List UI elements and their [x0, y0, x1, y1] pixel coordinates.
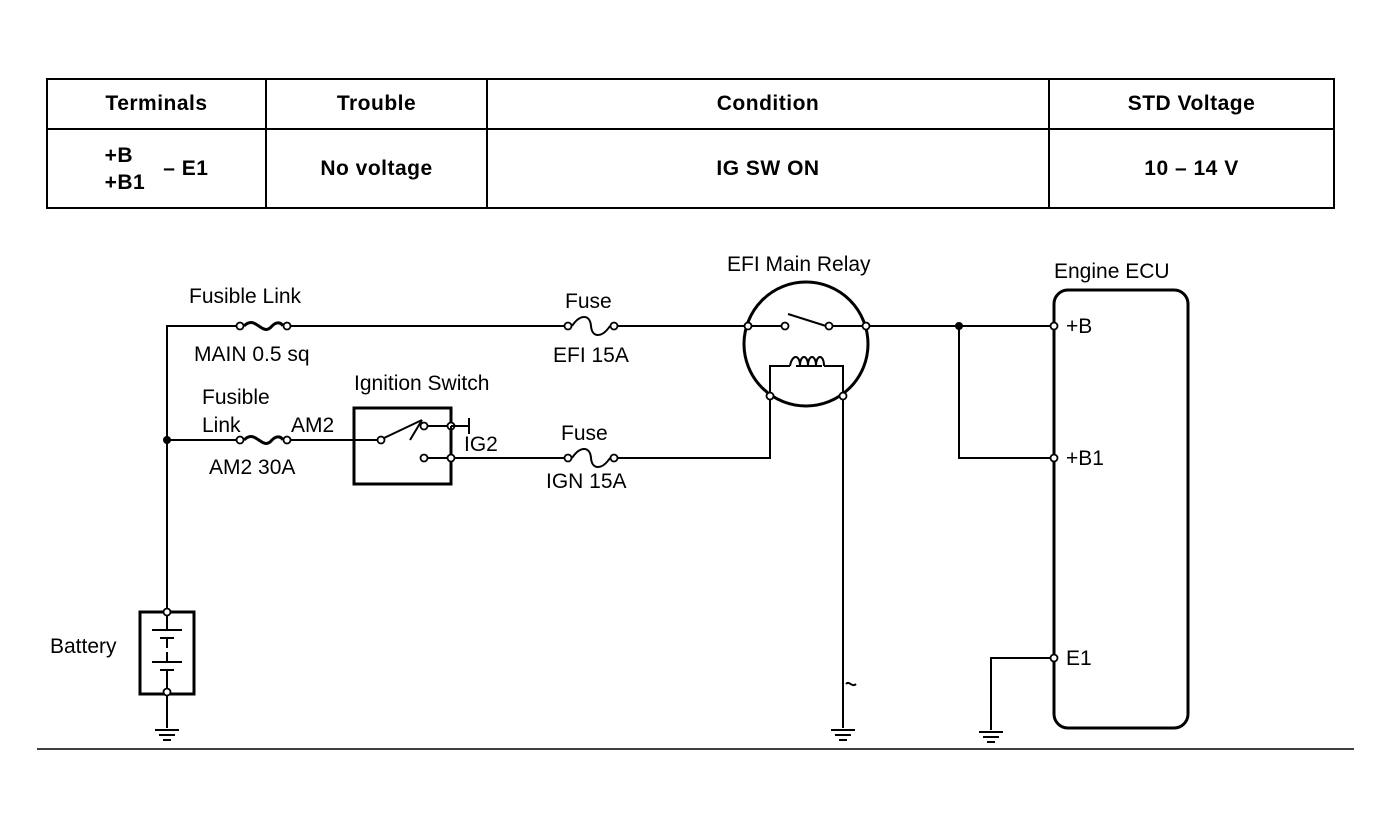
ignition-switch — [352, 406, 470, 486]
fusible-link-am2-title-1: Fusible — [202, 386, 270, 409]
ignition-switch-label: Ignition Switch — [354, 372, 489, 395]
engine-ecu-label: Engine ECU — [1054, 260, 1170, 283]
fusible-link-main-title: Fusible Link — [189, 285, 302, 308]
ground-icon — [831, 729, 855, 741]
ecu-pin-b1: +B1 — [1066, 447, 1104, 470]
terminal-b: +B — [104, 143, 134, 167]
cell-std-voltage: 10 – 14 V — [1048, 128, 1335, 209]
table-row: +B +B1 – E1 No voltage IG SW ON 10 – 14 … — [46, 128, 1335, 209]
junction-dot — [163, 436, 171, 444]
fuse-efi-rating: EFI 15A — [553, 344, 629, 367]
fusible-link-main — [235, 321, 292, 331]
wire-mark — [845, 681, 857, 687]
table-header-row: Terminals Trouble Condition STD Voltage — [46, 78, 1335, 130]
fusible-link-am2-title-2: Link — [202, 414, 241, 437]
cell-condition: IG SW ON — [486, 128, 1050, 209]
efi-main-relay — [742, 280, 871, 408]
engine-ecu — [1049, 288, 1190, 730]
fusible-link-am2 — [235, 435, 292, 445]
battery — [138, 607, 196, 697]
header-condition: Condition — [486, 78, 1050, 130]
fuse-ign — [563, 448, 619, 468]
header-trouble: Trouble — [265, 78, 488, 130]
fuse-ign-title: Fuse — [561, 422, 608, 445]
ig2-label: IG2 — [464, 433, 498, 456]
ecu-pin-e1: E1 — [1066, 647, 1092, 670]
fuse-ign-rating: IGN 15A — [546, 470, 627, 493]
fuse-efi-title: Fuse — [565, 290, 612, 313]
battery-label: Battery — [50, 635, 117, 658]
ecu-pin-b: +B — [1066, 315, 1092, 338]
ground-icon — [155, 729, 179, 741]
junction-dot — [955, 322, 963, 330]
cell-trouble: No voltage — [265, 128, 488, 209]
terminal-b1: +B1 — [104, 170, 146, 194]
efi-main-relay-label: EFI Main Relay — [727, 253, 871, 276]
fuse-efi — [563, 316, 619, 336]
wires — [166, 325, 1054, 730]
ground-icon — [979, 731, 1003, 743]
header-terminals: Terminals — [46, 78, 267, 130]
am2-label: AM2 — [291, 414, 334, 437]
terminal-e1: – E1 — [163, 156, 209, 180]
cell-terminals: +B +B1 – E1 — [46, 128, 267, 209]
specification-table: Terminals Trouble Condition STD Voltage … — [46, 78, 1335, 209]
fusible-link-am2-rating: AM2 30A — [209, 456, 295, 479]
header-std-voltage: STD Voltage — [1048, 78, 1335, 130]
fusible-link-main-rating: MAIN 0.5 sq — [194, 343, 310, 366]
